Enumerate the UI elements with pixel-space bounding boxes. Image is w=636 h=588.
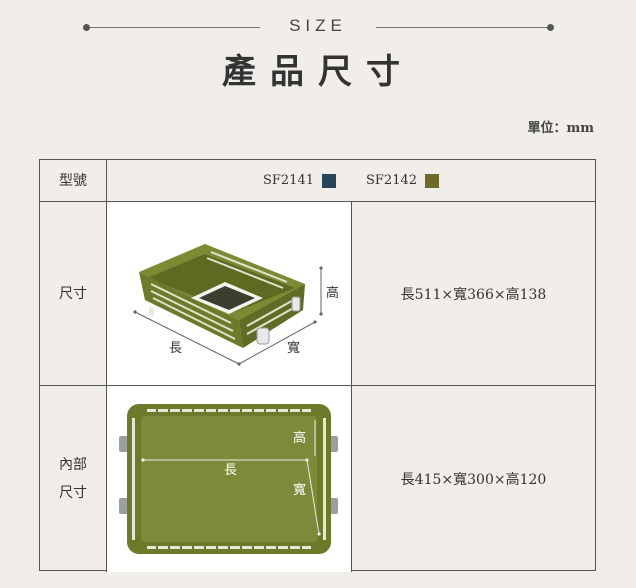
size-label: SIZE [289, 16, 347, 35]
spec-table: 型號 SF2141 SF2142 尺寸 [39, 159, 596, 572]
basket-top-hole-dividers [156, 408, 302, 550]
basket-top-floor [141, 416, 317, 542]
figure-label-length: 長 [169, 341, 182, 356]
basket-holes-front [149, 306, 154, 317]
inner-size-figure: 長 寬 高 [107, 386, 352, 572]
inner-label-height: 高 [293, 430, 306, 446]
model-swatch-2 [425, 173, 440, 188]
dim-line-length [134, 311, 240, 365]
row-label-inner-size: 內部 尺寸 [40, 386, 107, 572]
outer-size-figure: 長 寬 高 [107, 202, 352, 386]
row-label-size-text: 尺寸 [59, 285, 87, 302]
figure-label-width: 寬 [287, 340, 300, 356]
header-dot-right [547, 24, 554, 31]
row-label-inner-line1: 內部 [59, 457, 87, 473]
section-header: SIZE [0, 14, 636, 40]
handle-right-bottom [329, 498, 338, 514]
header-dot-left [83, 24, 90, 31]
unit-label: 單位：mm [527, 121, 594, 136]
dim-line-width [238, 321, 316, 365]
basket-right-side [239, 284, 305, 348]
inner-label-width: 寬 [293, 482, 306, 498]
handle-left-bottom [119, 498, 128, 514]
basket-top-view-image: 長 寬 高 [119, 404, 338, 554]
handle-left-top [119, 436, 128, 452]
basket-card-photo [199, 286, 255, 310]
basket-handle-front [256, 327, 270, 345]
inner-size-value: 長415×寬300×高120 [400, 472, 547, 488]
handle-right-top [329, 436, 338, 452]
model-label: 型號 [40, 160, 107, 202]
model-code-1: SF2141 [262, 173, 314, 188]
header-line-left [90, 27, 260, 28]
basket-perspective-image: 長 寬 高 [133, 244, 339, 366]
figure-label-height: 高 [326, 285, 339, 301]
model-code-2: SF2142 [366, 173, 418, 188]
basket-handle-right [291, 296, 301, 312]
inner-dim-width [306, 459, 320, 535]
row-label-size: 尺寸 [40, 202, 107, 386]
model-swatch-1 [322, 173, 336, 188]
inner-label-length: 長 [224, 463, 237, 478]
header-line-right [376, 27, 547, 28]
row-label-inner-line2: 尺寸 [59, 485, 87, 501]
basket-holes-pattern [150, 251, 298, 340]
outer-size-value: 長511×寬366×高138 [352, 202, 595, 386]
page-title: 產品尺寸 [222, 52, 414, 92]
model-cell: SF2141 SF2142 [107, 160, 595, 202]
